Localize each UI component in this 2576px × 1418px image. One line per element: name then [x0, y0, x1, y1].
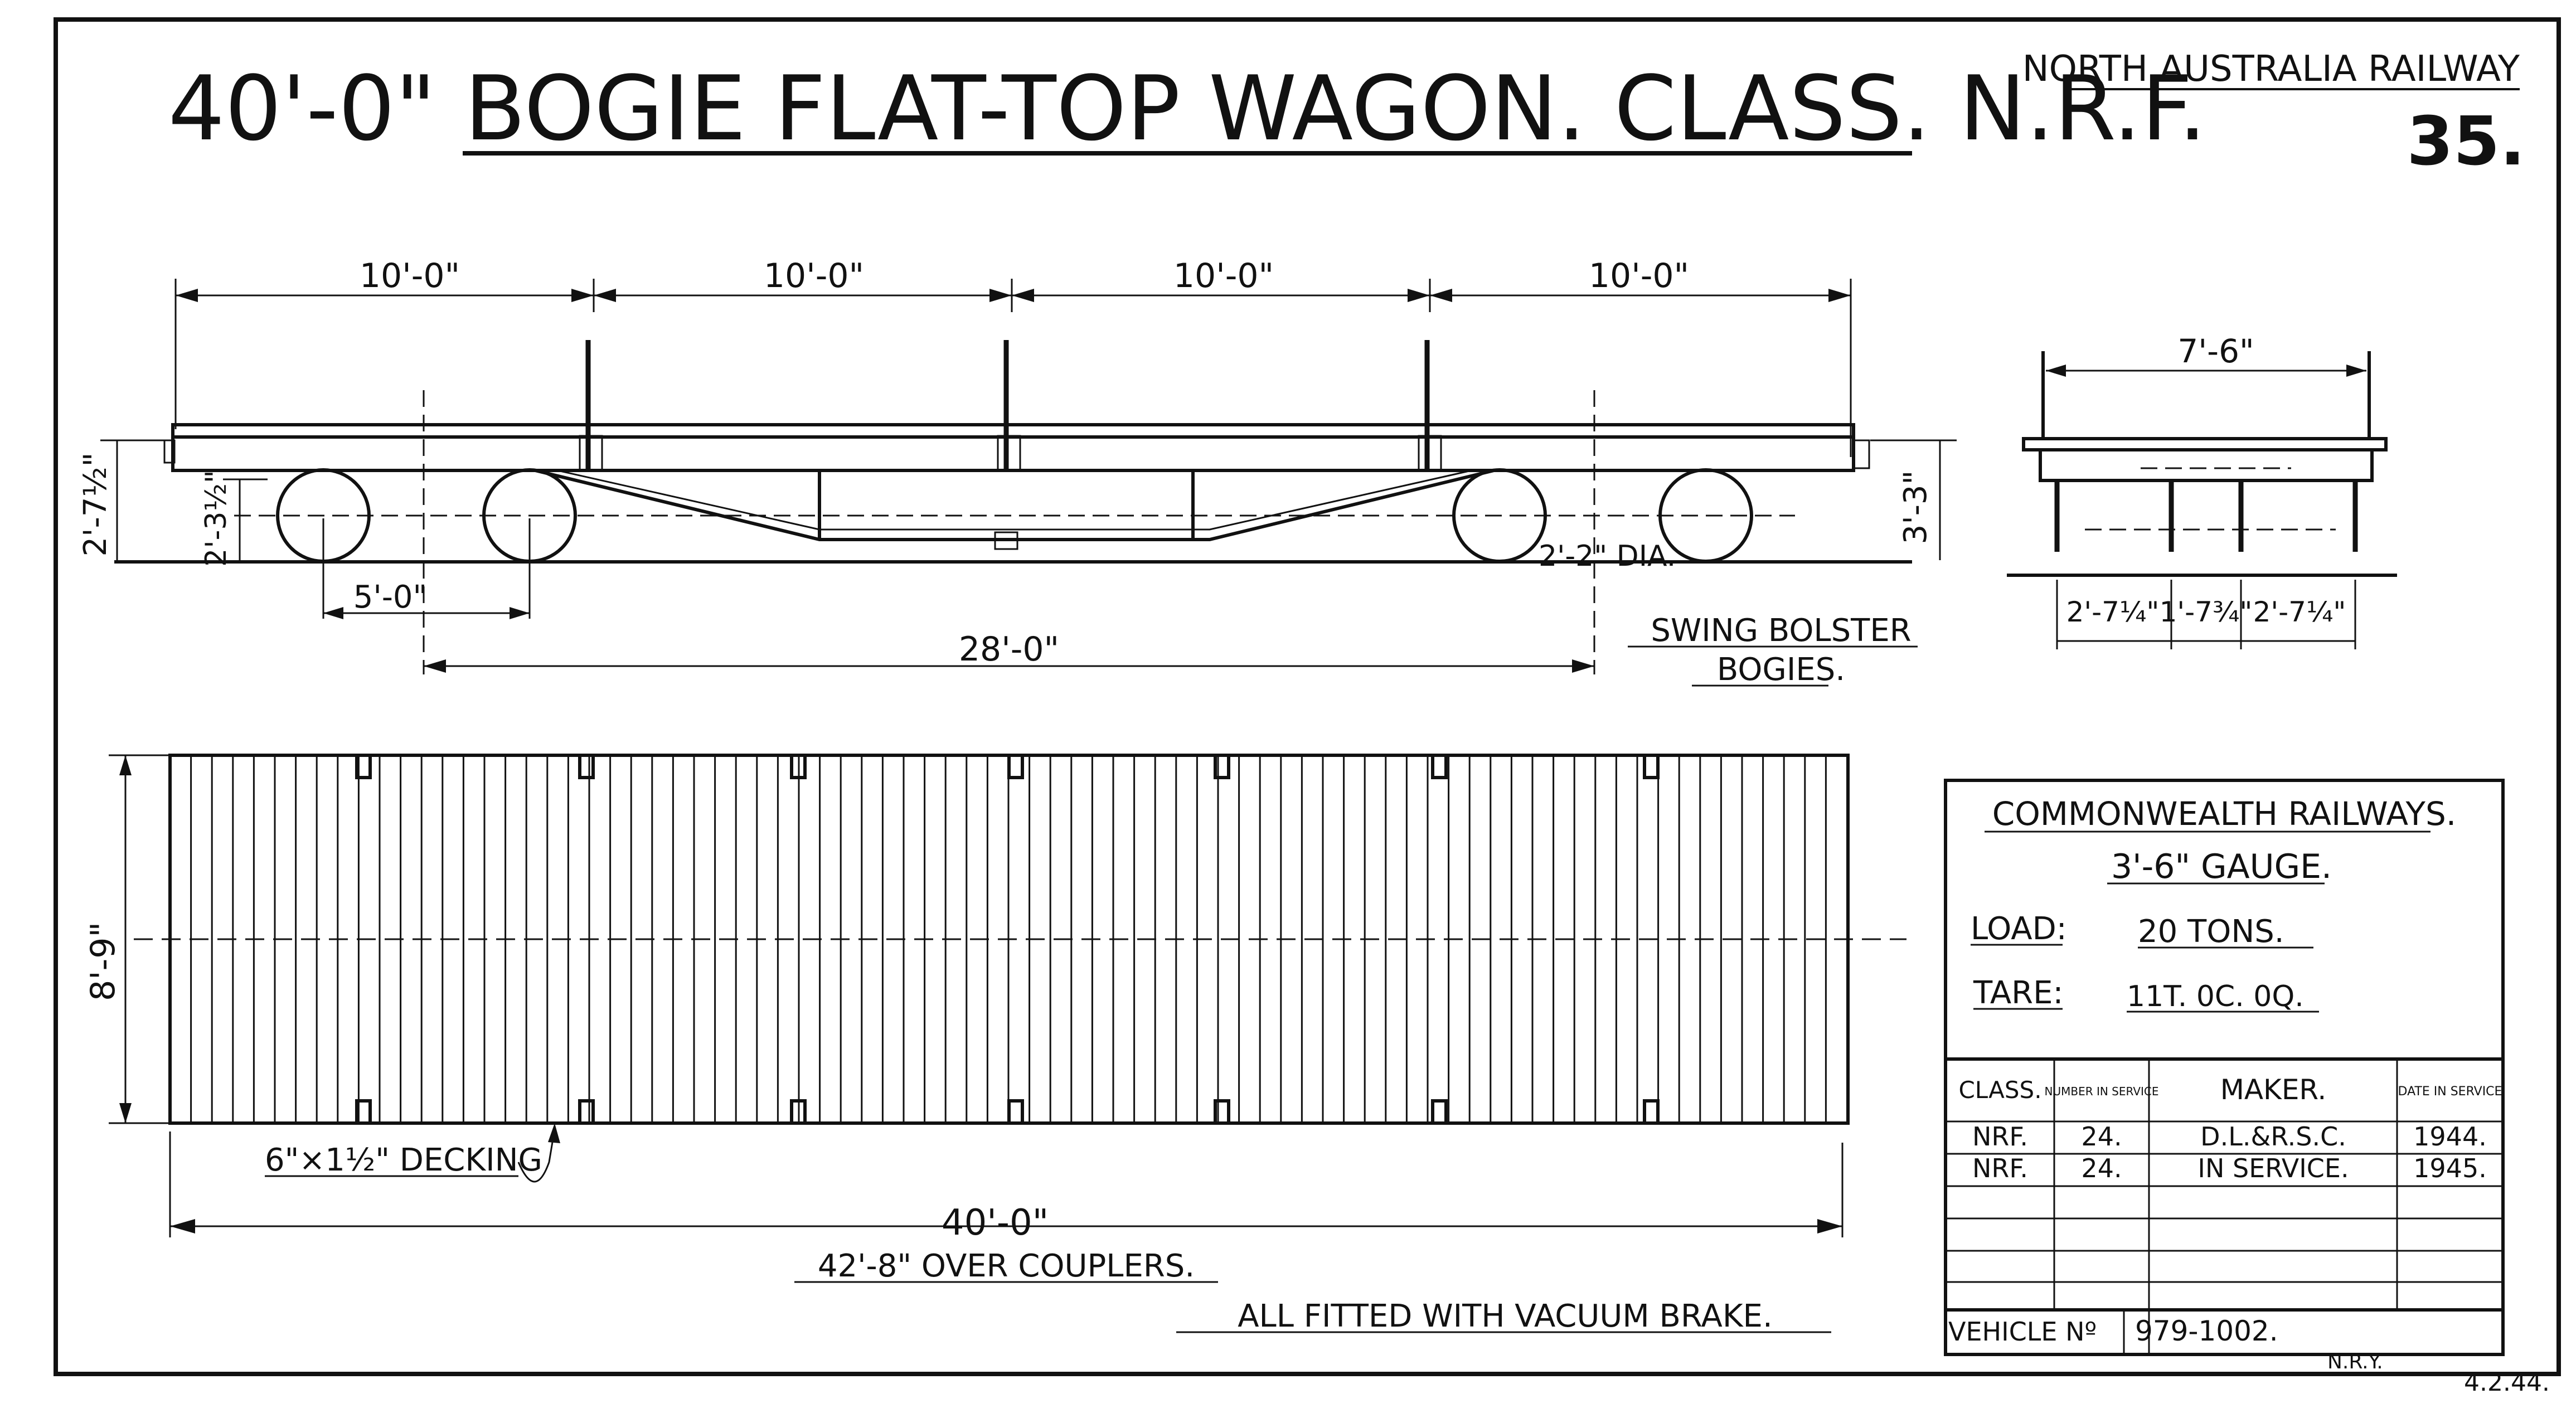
vehicle-number-value: 979-1002. [2135, 1315, 2278, 1347]
dim-wheelbase: 5'-0" [353, 579, 428, 615]
dim-end-width: 7'-6" [2177, 332, 2254, 370]
table-header-date: DATE IN SERVICE [2398, 1085, 2502, 1099]
operator-name: COMMONWEALTH RAILWAYS. [1992, 795, 2457, 833]
dim-end-spacing-1: 2'-7¼" [2066, 596, 2160, 628]
drawing-date: 4.2.44. [2464, 1368, 2550, 1397]
table-header-maker: MAKER. [2220, 1074, 2327, 1106]
dim-plan-length: 40'-0" [942, 1202, 1049, 1244]
frame-border [54, 17, 2561, 1376]
row-2-number: 24. [2081, 1153, 2122, 1183]
dim-height-axle: 2'-3½" [200, 470, 233, 567]
vehicle-number-label: VEHICLE Nº [1948, 1317, 2097, 1347]
row-2-maker: IN SERVICE. [2197, 1153, 2349, 1183]
table-header-number: NUMBER IN SERVICE [2045, 1085, 2159, 1098]
dim-end-spacing-2: 1'-7¾" [2160, 596, 2253, 628]
drafter-initials: N.R.Y. [2327, 1351, 2383, 1373]
brake-note: ALL FITTED WITH VACUUM BRAKE. [1238, 1298, 1773, 1334]
row-1-date: 1944. [2413, 1121, 2487, 1152]
dim-end-spacing-3: 2'-7¼" [2253, 596, 2346, 628]
plan-view: 8'-9" 6"×1½" DECKING 40'-0" 42'-8" OVER … [84, 754, 1906, 1284]
load-value: 20 TONS. [2138, 914, 2284, 950]
row-2-class: NRF. [1972, 1153, 2028, 1183]
row-2-date: 1945. [2413, 1153, 2487, 1183]
dim-segment-4: 10'-0" [1589, 256, 1689, 295]
dim-bogie-centres: 28'-0" [959, 630, 1059, 669]
table-header-class: CLASS. [1958, 1076, 2041, 1104]
row-1-maker: D.L.&R.S.C. [2200, 1121, 2346, 1152]
dim-segment-1: 10'-0" [360, 256, 460, 295]
end-view: 7'-6" 2'-7¼" 1'-7¾" 2'-7¼" [2007, 332, 2397, 649]
sheet-number: 35. [2407, 103, 2525, 181]
row-1-class: NRF. [1972, 1121, 2028, 1152]
dim-over-couplers: 42'-8" OVER COUPLERS. [818, 1248, 1195, 1284]
side-elevation: 10'-0" 10'-0" 10'-0" 10'-0" [77, 256, 1957, 674]
row-1-number: 24. [2081, 1121, 2122, 1152]
dim-height-side: 3'-3" [1898, 470, 1934, 545]
drawing-title: 40'-0" BOGIE FLAT-TOP WAGON. CLASS. N.R.… [168, 56, 2207, 161]
dim-height-overall: 2'-7½" [77, 453, 114, 557]
tare-label: TARE: [1973, 975, 2063, 1011]
railway-name: NORTH AUSTRALIA RAILWAY [2022, 48, 2520, 90]
dim-plan-width: 8'-9" [84, 922, 123, 1001]
bogie-note-line-2: BOGIES. [1717, 652, 1845, 688]
info-box: COMMONWEALTH RAILWAYS. 3'-6" GAUGE. LOAD… [1944, 779, 2505, 1356]
dim-segment-3: 10'-0" [1173, 256, 1274, 295]
dim-wheel-dia: 2'-2" DIA. [1539, 540, 1676, 573]
tare-value: 11T. 0C. 0Q. [2127, 980, 2304, 1013]
load-label: LOAD: [1971, 911, 2067, 947]
gauge: 3'-6" GAUGE. [2111, 847, 2332, 886]
decking-note: 6"×1½" DECKING [265, 1142, 542, 1178]
bogie-note-line-1: SWING BOLSTER [1651, 613, 1911, 649]
dim-segment-2: 10'-0" [764, 256, 864, 295]
